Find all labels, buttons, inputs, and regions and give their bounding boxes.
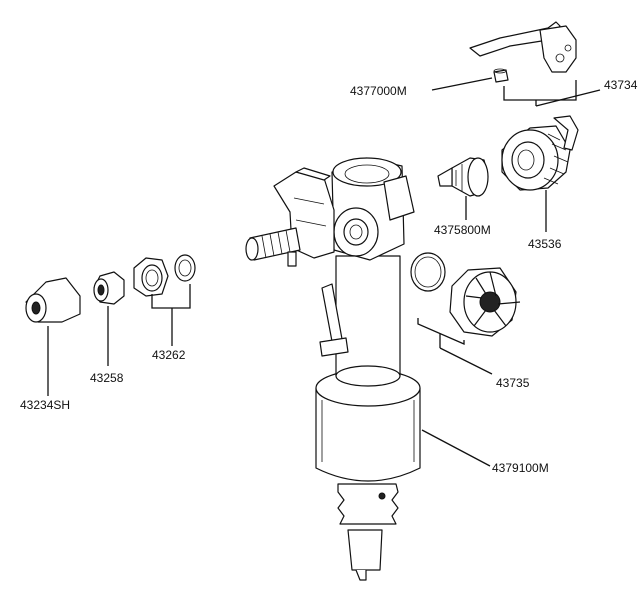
- part-43234SH-cone-cap: [25, 277, 81, 323]
- part-43735-seal-and-filter: [410, 252, 521, 337]
- part-4377000M-pin: [493, 68, 509, 83]
- label-4379100M: 4379100M: [492, 461, 549, 475]
- label-43734: 43734: [604, 78, 638, 92]
- label-4375800M: 4375800M: [434, 223, 491, 237]
- label-4377000M: 4377000M: [350, 84, 407, 98]
- part-43536-cap: [501, 115, 579, 191]
- label-43735: 43735: [496, 376, 530, 390]
- leader-lines: [47, 77, 601, 467]
- label-43234SH: 43234SH: [20, 398, 70, 412]
- label-43258: 43258: [90, 371, 124, 385]
- part-4375800M-valve-head: [437, 157, 489, 197]
- label-43536: 43536: [528, 237, 562, 251]
- part-43734-bracket: [469, 21, 577, 73]
- part-43262-nut-and-washer: [133, 254, 196, 297]
- part-43258-olive: [93, 271, 125, 305]
- label-43262: 43262: [152, 348, 186, 362]
- part-4379100M-valve-body: [245, 157, 421, 581]
